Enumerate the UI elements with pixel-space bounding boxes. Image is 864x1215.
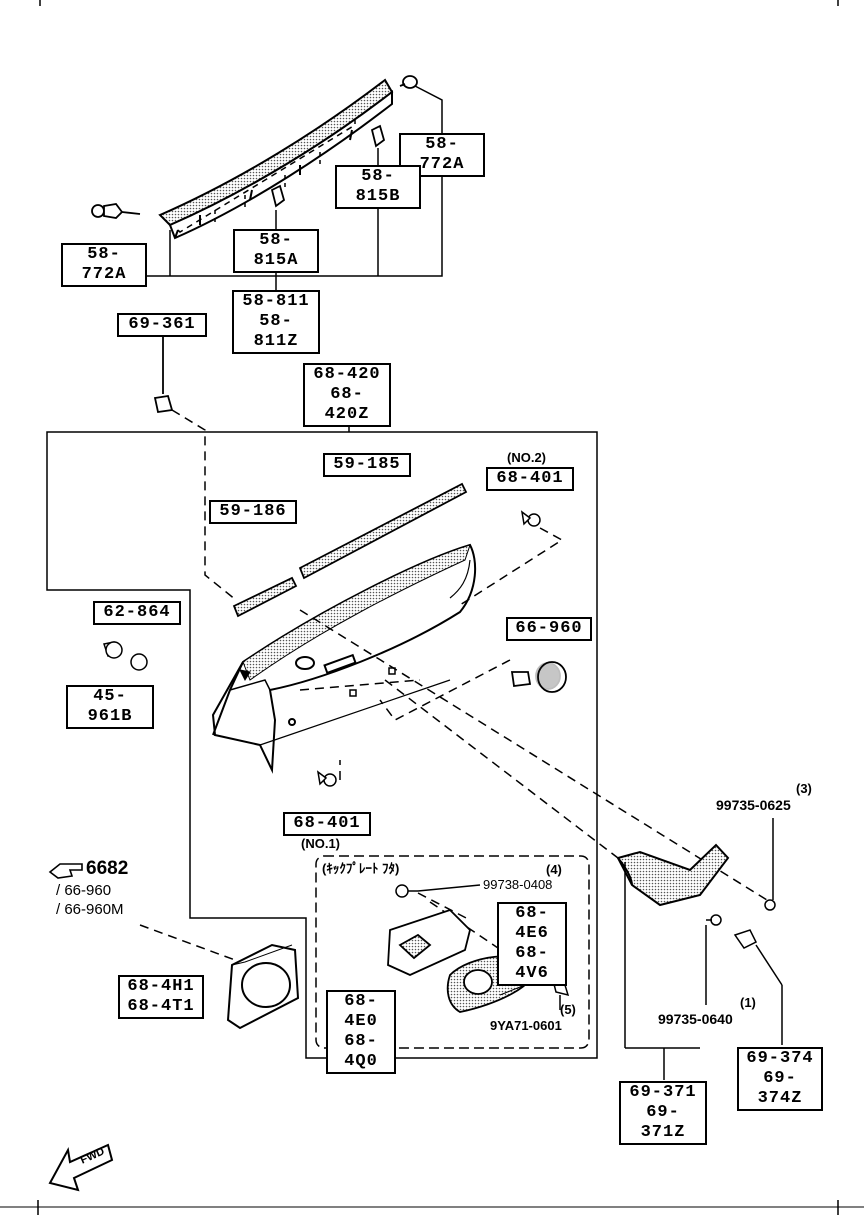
part-label-58-772A-left[interactable]: 58-772A [61, 243, 147, 287]
note-99735-0640: 99735-0640 [658, 1011, 733, 1027]
screw-99738-0408 [395, 884, 481, 898]
note-n1: (1) [740, 995, 756, 1010]
part-label-69-361[interactable]: 69-361 [117, 313, 207, 337]
part-label-45-961B[interactable]: 45-961B [66, 685, 154, 729]
note-99735-0625: 99735-0625 [716, 797, 791, 813]
note-9YA71-0601: 9YA71-0601 [490, 1018, 562, 1033]
clip-58-815B [370, 124, 386, 148]
bracket-68-4E6 [387, 908, 471, 976]
reference-66-960M: / 66-960M [56, 901, 124, 918]
part-label-58-815B[interactable]: 58-815B [335, 165, 421, 209]
molding-59-186 [232, 576, 298, 618]
knob-66-960 [510, 661, 567, 693]
door-trim-panel [211, 543, 477, 774]
part-label-66-960[interactable]: 66-960 [506, 617, 592, 641]
clip-69-374 [733, 929, 783, 1045]
clip-58-815A [270, 184, 286, 208]
part-label-68-401-no2[interactable]: 68-401 [486, 467, 574, 491]
part-label-68-401-no1[interactable]: 68-401 [283, 812, 371, 836]
weatherstrip-assembly [158, 78, 394, 240]
clip-69-361 [153, 335, 174, 414]
part-label-59-186[interactable]: 59-186 [209, 500, 297, 524]
screw-68-401-no1 [316, 770, 337, 787]
kick-plate-69-371 [616, 843, 730, 1080]
speaker-ring-68-4H1 [226, 943, 300, 1030]
part-label-58-815A[interactable]: 58-815A [233, 229, 319, 273]
note-n3: (3) [796, 781, 812, 796]
note-99738-0408: 99738-0408 [483, 877, 553, 892]
note-n4: (4) [546, 862, 562, 877]
part-label-59-185[interactable]: 59-185 [323, 453, 411, 477]
dashed-leaders [139, 409, 776, 991]
screw-99735-0640 [705, 914, 722, 1005]
grommet-62-864 [103, 641, 148, 671]
note-no1: (NO.1) [301, 836, 340, 851]
clip-58-772A-right [399, 75, 418, 89]
note-no2: (NO.2) [507, 450, 546, 465]
note-kick-plate-cover: (ｷｯｸﾌﾟﾚｰﾄ ﾌﾀ) [322, 861, 400, 876]
kick-plate-inset [315, 855, 590, 1049]
fwd-arrow-icon [48, 1143, 114, 1192]
part-label-62-864[interactable]: 62-864 [93, 601, 181, 625]
note-n5: (5) [560, 1002, 576, 1017]
screw-99735-0625 [764, 818, 776, 911]
screw-68-401-no2 [520, 510, 541, 527]
clip-58-772A-left [91, 203, 141, 219]
molding-59-185 [298, 482, 468, 580]
pointing-hand-icon [48, 863, 83, 879]
reference-66-960: / 66-960 [56, 882, 112, 899]
reference-6682[interactable]: 6682 [86, 858, 129, 879]
